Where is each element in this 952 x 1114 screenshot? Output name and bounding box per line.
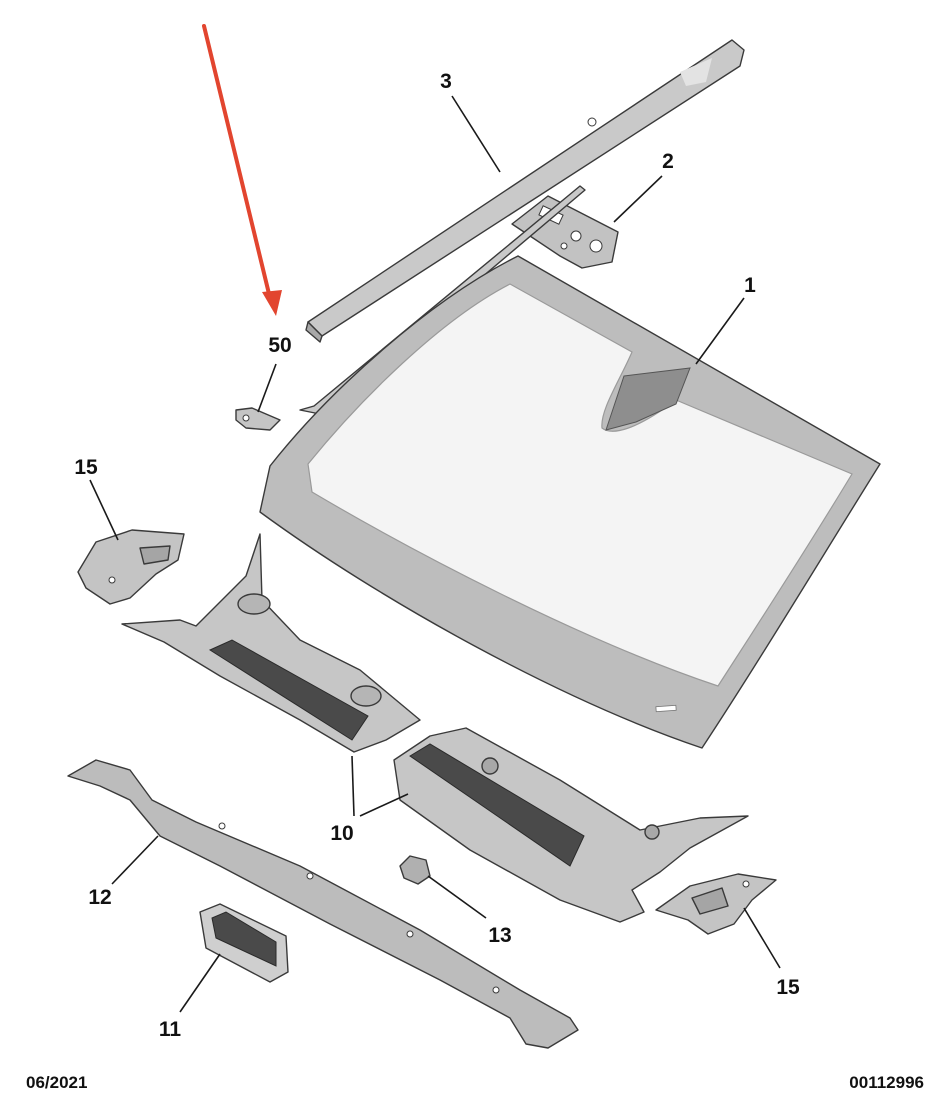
callout-10: 10 — [330, 822, 353, 845]
leader-1 — [695, 297, 745, 365]
footer-reference: 00112996 — [849, 1073, 924, 1092]
leader-10b — [359, 793, 409, 817]
leader-50 — [257, 363, 277, 413]
leader-13 — [427, 875, 487, 919]
part-10-right-cowl — [393, 727, 749, 923]
leader-10 — [351, 755, 355, 817]
callout-11: 11 — [159, 1018, 182, 1041]
leader-15-left — [89, 479, 119, 541]
leader-12 — [111, 835, 159, 885]
leader-11 — [179, 953, 221, 1013]
part-11-grille — [199, 903, 289, 983]
part-3-roof-trim — [305, 39, 745, 343]
callout-15-left: 15 — [74, 456, 98, 479]
part-50-clip — [235, 407, 281, 431]
part-10-left-cowl — [121, 533, 421, 753]
part-2-bracket — [299, 185, 619, 415]
callout-15-right: 15 — [776, 976, 800, 999]
part-1-windshield — [259, 255, 881, 749]
leader-lines — [89, 95, 781, 1013]
leader-3 — [451, 95, 501, 173]
footer-date: 06/2021 — [26, 1073, 87, 1092]
leader-2 — [613, 175, 663, 223]
part-12-cross-member — [67, 759, 579, 1049]
callout-3: 3 — [440, 70, 452, 93]
callout-2: 2 — [662, 150, 674, 173]
callout-1: 1 — [744, 274, 756, 297]
part-15-right-bracket — [655, 873, 777, 935]
part-15-left-bracket — [77, 529, 185, 605]
callout-12: 12 — [88, 886, 111, 909]
leader-15-right — [743, 907, 781, 969]
part-13-fitting — [399, 855, 431, 885]
callout-13: 13 — [488, 924, 511, 947]
highlight-arrow — [202, 24, 282, 316]
callout-50: 50 — [268, 334, 291, 357]
